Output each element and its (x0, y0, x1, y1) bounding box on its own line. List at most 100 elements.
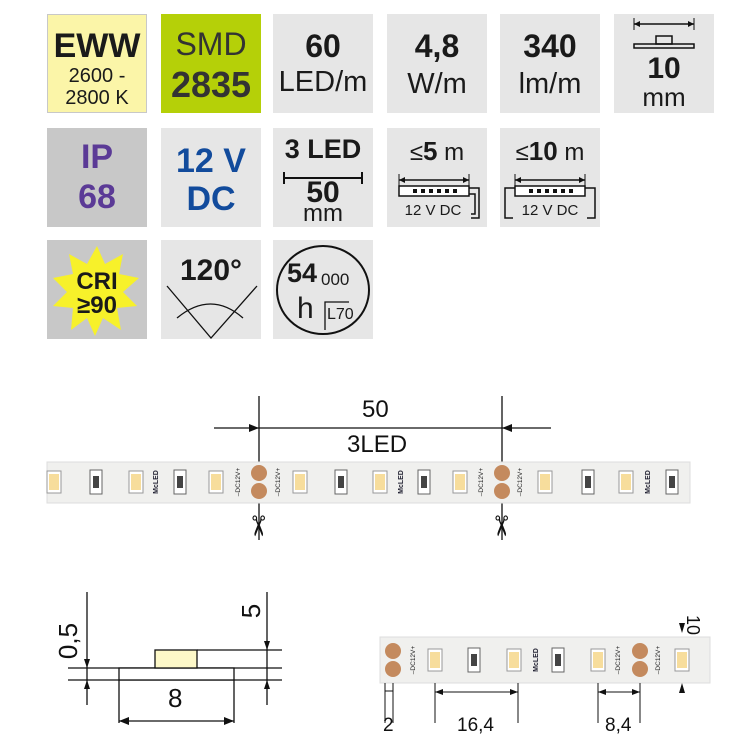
cri-value: ≥90 (77, 292, 117, 319)
tile-cut-unit: 3 LED 50 mm (273, 128, 373, 227)
led-pitch-label: 16,4 (457, 715, 494, 736)
led-emitter (455, 474, 465, 490)
tile-color-temperature: EWW 2600 - 2800 K (47, 14, 147, 113)
lifetime-circle-icon (276, 245, 370, 335)
power-unit: W/m (407, 68, 467, 100)
tile-single-feed: ≤5 m 12 V DC (387, 128, 487, 227)
led-emitter (540, 474, 550, 490)
edge-distance-label: 2 (383, 715, 394, 736)
lifetime-rating: L70 (327, 306, 354, 323)
solder-pad (251, 483, 267, 499)
cri-label: CRI (76, 268, 118, 295)
color-range-2: 2800 K (65, 87, 129, 109)
chip-model: 2835 (170, 64, 252, 105)
max-prefix: ≤ (515, 139, 529, 166)
resistor-body (421, 476, 427, 488)
led-emitter (430, 652, 440, 668)
cut-length: 50 (306, 176, 340, 209)
single-supply: 12 V DC (404, 202, 462, 219)
led-emitter (49, 474, 59, 490)
lifetime-suffix: 000 (321, 270, 350, 289)
width-value: 10 (647, 52, 681, 85)
led-emitter (621, 474, 631, 490)
tile-lifetime: 54 000 h L70 (273, 240, 373, 339)
double-feed-strip-icon (504, 174, 596, 219)
cut-dimension-icon (283, 172, 363, 184)
strip-cut-diagram: McLED –DC12V+ –DC12V+ McLED –DC12V+ –DC12V+ Mc… (46, 396, 691, 540)
density-value: 60 (305, 28, 341, 64)
width-label: 8 (168, 683, 183, 713)
width-icon (633, 18, 695, 49)
width-unit: mm (642, 82, 686, 112)
led-emitter (211, 474, 221, 490)
solder-pad (632, 643, 648, 659)
led-emitter (131, 474, 141, 490)
tile-double-feed: ≤10 m 12 V DC (500, 128, 600, 227)
star-burst-icon (53, 246, 139, 336)
resistor-body (93, 476, 99, 488)
brand-label: McLED (398, 470, 405, 494)
led-emitter (677, 652, 687, 668)
double-unit: m (564, 139, 585, 166)
voltage-type: DC (186, 180, 236, 218)
tile-chip-type: SMD 2835 (161, 14, 261, 113)
solder-pad (251, 465, 267, 481)
resistor-body (471, 654, 477, 666)
solder-pad (494, 465, 510, 481)
resistor-body (338, 476, 344, 488)
polarity-label: –DC12V+ (615, 646, 622, 675)
strip-width-label: 10 (683, 614, 704, 636)
cut-count-text: 3 LED (284, 134, 362, 164)
tile-power: 4,8 W/m (387, 14, 487, 113)
tile-ip-rating: IP 68 (47, 128, 147, 227)
tile-beam-angle: 120° (161, 240, 261, 339)
solder-pad (385, 643, 401, 659)
single-feed-strip-icon (398, 174, 480, 219)
solder-pad (494, 483, 510, 499)
polarity-label: –DC12V+ (517, 468, 524, 497)
lifetime-unit: h (297, 292, 314, 325)
polarity-label: –DC12V+ (275, 468, 282, 497)
tile-strip-width: 10 mm (614, 14, 714, 113)
brand-label: McLED (645, 470, 652, 494)
led-emitter (509, 652, 519, 668)
lifetime-value: 54 (287, 258, 318, 288)
voltage-value: 12 V (176, 142, 246, 180)
ip-value: 68 (78, 178, 116, 216)
resistor-body (177, 476, 183, 488)
cut-unit: mm (303, 200, 343, 227)
led-emitter (375, 474, 385, 490)
double-supply: 12 V DC (521, 202, 579, 219)
led-emitter (295, 474, 305, 490)
cut-dimension-label: 50 (362, 396, 389, 423)
color-range-1: 2600 - (68, 65, 126, 87)
polarity-label: –DC12V+ (410, 646, 417, 675)
flux-unit: lm/m (518, 68, 582, 100)
solder-pad (385, 661, 401, 677)
cut-count: 3 LED (273, 134, 373, 165)
brand-label: McLED (153, 470, 160, 494)
polarity-label: –DC12V+ (235, 468, 242, 497)
solder-pad (632, 661, 648, 677)
max-prefix: ≤ (409, 139, 424, 166)
beam-angle-icon (166, 285, 258, 339)
flux-value: 340 (523, 28, 577, 64)
double-max: 10 (528, 136, 558, 166)
density-unit: LED/m (278, 66, 368, 98)
tile-voltage: 12 V DC (161, 128, 261, 227)
tile-cri: CRI ≥90 (47, 240, 147, 339)
led-emitter (593, 652, 603, 668)
polarity-label: –DC12V+ (655, 646, 662, 675)
angle-value: 120° (179, 254, 243, 287)
single-unit: m (444, 139, 465, 166)
tile-luminous-flux: 340 lm/m (500, 14, 600, 113)
polarity-label: –DC12V+ (478, 468, 485, 497)
resistor-body (555, 654, 561, 666)
color-code: EWW (53, 27, 141, 65)
pad-led-distance-label: 8,4 (605, 715, 632, 736)
resistor-body (585, 476, 591, 488)
single-max: 5 (423, 136, 438, 166)
tile-led-density: 60 LED/m (273, 14, 373, 113)
